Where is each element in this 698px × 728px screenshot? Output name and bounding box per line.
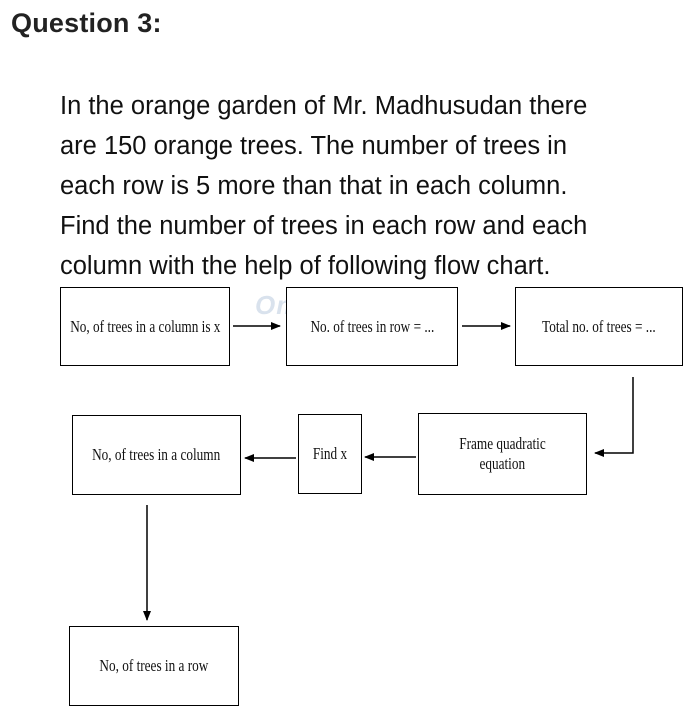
flow-box-label: No, of trees in a column is x: [69, 316, 221, 336]
question-line: are 150 orange trees. The number of tree…: [60, 132, 567, 160]
flow-box-column-is-x: No, of trees in a column is x: [60, 287, 230, 366]
flow-box-label: No, of trees in a row: [99, 656, 209, 675]
question-line: In the orange garden of Mr. Madhusudan t…: [60, 92, 588, 120]
question-line: column with the help of following flow c…: [60, 252, 551, 280]
flow-box-label: No, of trees in a column: [92, 445, 221, 464]
flow-box-find-x: Find x: [298, 414, 362, 494]
flow-box-label: Total no. of trees = ...: [542, 316, 656, 336]
question-text: In the orange garden of Mr. Madhusudan t…: [60, 86, 696, 286]
flow-box-trees-in-a-row: No, of trees in a row: [69, 626, 239, 706]
flow-box-trees-in-row: No. of trees in row = ...: [286, 287, 458, 366]
question-line: each row is 5 more than that in each col…: [60, 172, 568, 200]
flow-box-label: No. of trees in row = ...: [310, 316, 434, 336]
flow-box-frame-quadratic: Frame quadratic equation: [418, 413, 587, 495]
question-heading: Question 3:: [11, 8, 162, 38]
flow-box-label: Find x: [312, 444, 348, 463]
flow-box-label: Frame quadratic: [459, 434, 546, 453]
flow-box-trees-in-column: No, of trees in a column: [72, 415, 241, 495]
flow-box-total-trees: Total no. of trees = ...: [515, 287, 683, 366]
arrow-3-to-4: [594, 377, 634, 457]
flow-box-label: equation: [479, 454, 526, 473]
question-line: Find the number of trees in each row and…: [60, 212, 588, 240]
